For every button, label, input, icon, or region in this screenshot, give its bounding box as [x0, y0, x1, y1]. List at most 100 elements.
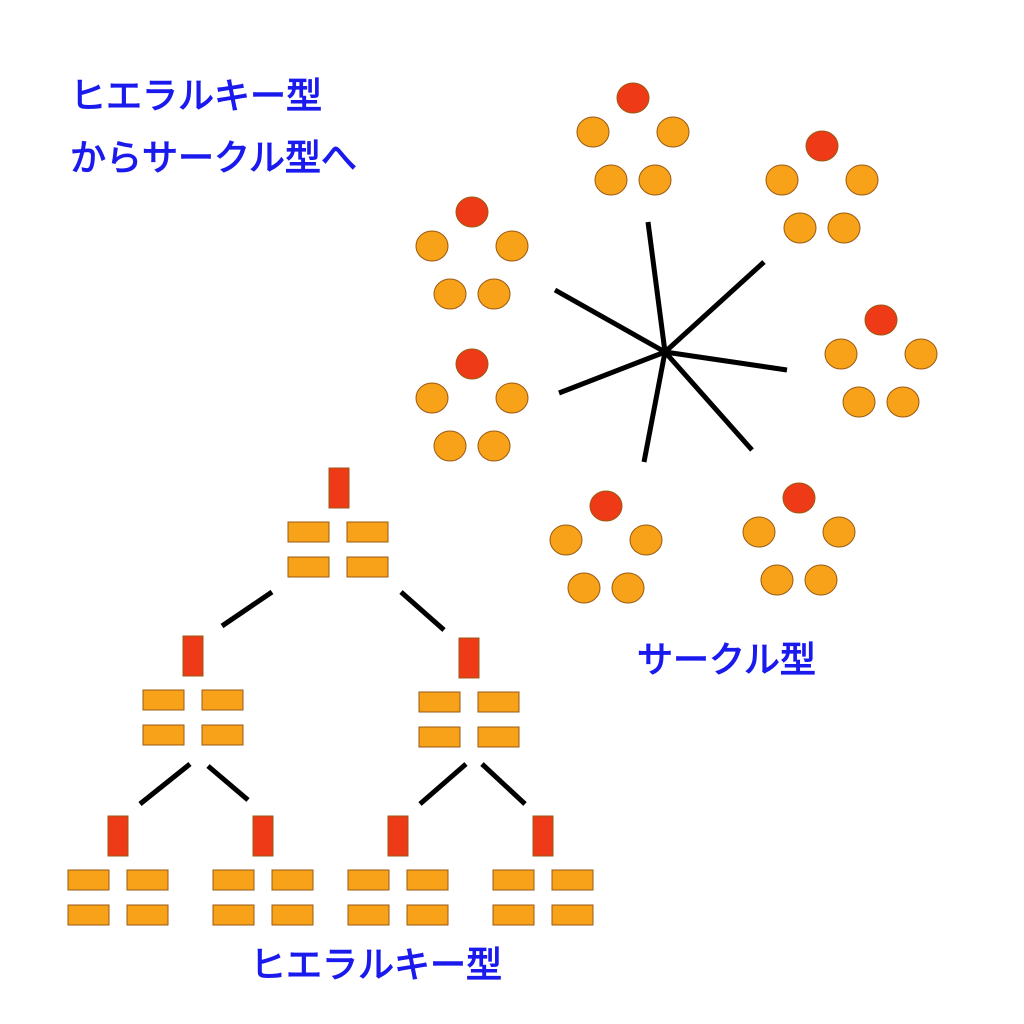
member-circle	[886, 386, 920, 418]
member-block	[406, 904, 449, 926]
connector	[138, 762, 192, 806]
spoke	[663, 350, 754, 452]
circle-spokes	[553, 221, 788, 463]
hierarchy-unit	[287, 467, 389, 578]
member-block	[347, 904, 390, 926]
hierarchy-unit	[492, 815, 594, 926]
leader-block	[107, 815, 129, 857]
circle-group	[576, 82, 690, 196]
member-block	[201, 724, 244, 746]
member-block	[271, 904, 314, 926]
spoke	[558, 349, 666, 396]
spoke	[645, 221, 668, 353]
leader-circle	[589, 490, 623, 522]
hierarchy-unit	[418, 637, 520, 748]
member-block	[201, 689, 244, 711]
member-circle	[495, 382, 529, 414]
member-circle	[827, 212, 861, 244]
connector	[220, 589, 274, 629]
member-circle	[845, 164, 879, 196]
connector	[399, 590, 446, 632]
member-block	[551, 869, 594, 891]
member-circle	[433, 430, 467, 462]
hierarchy-type-label: ヒエラルキー型	[250, 945, 502, 986]
member-block	[347, 869, 390, 891]
member-block	[406, 869, 449, 891]
connector	[480, 762, 527, 806]
hierarchy-units	[67, 467, 594, 926]
member-block	[67, 869, 110, 891]
circle-group	[765, 130, 879, 244]
circle-group	[415, 348, 529, 462]
member-circle	[804, 564, 838, 596]
member-block	[477, 691, 520, 713]
leader-circle	[616, 82, 650, 114]
member-circle	[576, 116, 610, 148]
leader-block	[532, 815, 554, 857]
connector	[418, 762, 468, 806]
leader-circle	[782, 482, 816, 514]
hierarchy-connectors	[138, 589, 527, 806]
member-circle	[415, 230, 449, 262]
member-circle	[629, 524, 663, 556]
member-circle	[594, 164, 628, 196]
member-circle	[433, 278, 467, 310]
member-block	[346, 521, 389, 543]
member-circle	[638, 164, 672, 196]
member-circle	[611, 572, 645, 604]
member-circle	[904, 338, 938, 370]
circle-group	[742, 482, 856, 596]
leader-circle	[805, 130, 839, 162]
leader-block	[458, 637, 480, 679]
hierarchy-unit	[67, 815, 169, 926]
spoke	[553, 287, 667, 355]
hierarchy-unit	[347, 815, 449, 926]
member-block	[551, 904, 594, 926]
leader-circle	[455, 196, 489, 228]
circle-groups	[415, 82, 938, 604]
member-circle	[477, 430, 511, 462]
leader-circle	[864, 304, 898, 336]
leader-block	[252, 815, 274, 857]
circle-type-label: サークル型	[637, 640, 816, 681]
member-circle	[495, 230, 529, 262]
member-block	[418, 691, 461, 713]
member-circle	[742, 516, 776, 548]
member-circle	[760, 564, 794, 596]
member-block	[212, 869, 255, 891]
member-block	[126, 904, 169, 926]
member-block	[67, 904, 110, 926]
member-block	[492, 869, 535, 891]
member-block	[142, 689, 185, 711]
leader-block	[328, 467, 350, 509]
member-circle	[567, 572, 601, 604]
member-block	[271, 869, 314, 891]
member-circle	[824, 338, 858, 370]
member-circle	[765, 164, 799, 196]
member-block	[126, 869, 169, 891]
member-circle	[783, 212, 817, 244]
title-line-1: ヒエラルキー型	[70, 76, 322, 117]
member-circle	[477, 278, 511, 310]
spoke	[641, 351, 668, 463]
title-line-2: からサークル型へ	[70, 138, 357, 179]
member-block	[418, 726, 461, 748]
hierarchy-unit	[142, 635, 244, 746]
leader-circle	[455, 348, 489, 380]
member-circle	[842, 386, 876, 418]
connector	[206, 764, 250, 802]
member-circle	[656, 116, 690, 148]
leader-block	[387, 815, 409, 857]
hierarchy-unit	[212, 815, 314, 926]
member-block	[287, 556, 330, 578]
member-circle	[415, 382, 449, 414]
circle-group	[824, 304, 938, 418]
member-block	[346, 556, 389, 578]
circle-group	[415, 196, 529, 310]
spoke	[664, 349, 788, 373]
member-block	[287, 521, 330, 543]
spoke	[663, 260, 766, 354]
member-block	[492, 904, 535, 926]
member-block	[142, 724, 185, 746]
circle-group	[549, 490, 663, 604]
